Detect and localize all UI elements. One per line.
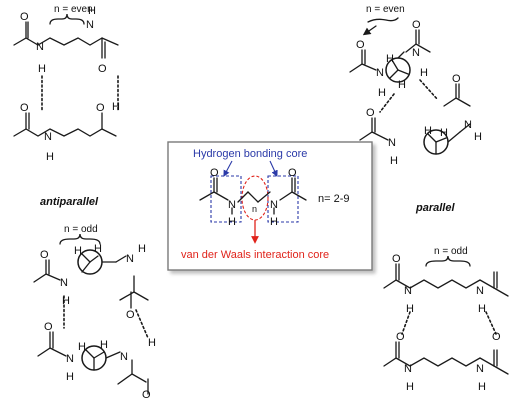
- atom-label: H: [474, 131, 482, 143]
- antiparallel-even-atoms: n = even N H N H O O O N H O H: [20, 4, 120, 163]
- atom-label: N: [86, 19, 94, 31]
- atom-label: H: [478, 303, 486, 315]
- atom-label: H: [270, 216, 278, 228]
- atom-label: N: [66, 353, 74, 365]
- atom-label: N: [404, 363, 412, 375]
- atom-label: O: [96, 102, 105, 114]
- atom-label: N: [228, 199, 236, 211]
- atom-label: N: [404, 285, 412, 297]
- top-left-acetyl-bond: [13, 21, 27, 46]
- atom-label: N: [60, 277, 68, 289]
- atom-label: H: [378, 87, 386, 99]
- parallel-even-atoms: n = even O N H O N H H H O O N H N H H H: [356, 4, 482, 167]
- atom-label: O: [20, 102, 29, 114]
- atom-label: H: [94, 243, 102, 255]
- atom-label: O: [288, 167, 297, 179]
- parallel-odd-atoms: n = odd O N H N H O O N H N H: [392, 246, 501, 393]
- atom-label: N: [388, 137, 396, 149]
- atom-label: N: [476, 285, 484, 297]
- atom-label: O: [356, 39, 365, 51]
- atom-label: H: [478, 381, 486, 393]
- atom-label: N: [44, 131, 52, 143]
- atom-label: N: [476, 363, 484, 375]
- n-range-label: n= 2-9: [318, 193, 350, 205]
- atom-label: O: [452, 73, 461, 85]
- atom-label: O: [492, 331, 501, 343]
- antiparallel-label: antiparallel: [40, 196, 99, 208]
- atom-label: H: [228, 216, 236, 228]
- atom-label: H: [398, 79, 406, 91]
- atom-label: O: [392, 253, 401, 265]
- atom-label: H: [148, 337, 156, 349]
- atom-label: O: [98, 63, 107, 75]
- atom-label: H: [406, 381, 414, 393]
- parallel-label: parallel: [415, 202, 455, 214]
- n-even-label-left: n = even: [54, 4, 93, 15]
- atom-label: H: [424, 125, 432, 137]
- atom-label: O: [412, 19, 421, 31]
- atom-label: H: [420, 67, 428, 79]
- atom-label: N: [412, 47, 420, 59]
- atom-label: N: [376, 67, 384, 79]
- hydrogen-bonding-core-label: Hydrogen bonding core: [193, 148, 307, 160]
- atom-label: H: [100, 339, 108, 351]
- center-core-box: Hydrogen bonding core O O N H N H n: [167, 141, 373, 271]
- atom-label: H: [138, 243, 146, 255]
- antiparallel-odd-atoms: n = odd O N H H H N H O O N H H H N H O: [40, 224, 156, 400]
- center-box-frame: [167, 141, 373, 271]
- atom-label: O: [210, 167, 219, 179]
- n-even-label-right: n = even: [366, 4, 405, 15]
- atom-label: N: [36, 41, 44, 53]
- atom-label: N: [120, 351, 128, 363]
- atom-label: H: [88, 5, 96, 17]
- antiparallel-even-structure: [13, 13, 119, 137]
- atom-label: H: [66, 371, 74, 383]
- atom-label: O: [142, 389, 151, 400]
- atom-label: H: [74, 245, 82, 257]
- atom-label: H: [386, 53, 394, 65]
- atom-label: H: [78, 341, 86, 353]
- vdw-core-label: van der Waals interaction core: [181, 249, 329, 261]
- atom-label: H: [390, 155, 398, 167]
- atom-label: H: [46, 151, 54, 163]
- atom-label: H: [62, 295, 70, 307]
- atom-label: O: [396, 331, 405, 343]
- n-odd-label-right: n = odd: [434, 246, 468, 257]
- atom-label: H: [38, 63, 46, 75]
- repeat-n-label: n: [252, 204, 257, 214]
- atom-label: N: [464, 119, 472, 131]
- atom-label: O: [20, 11, 29, 23]
- parallel-even-structure: [349, 17, 471, 155]
- atom-label: O: [366, 107, 375, 119]
- parallel-odd-structure: [383, 255, 509, 375]
- atom-label: N: [126, 253, 134, 265]
- atom-label: O: [126, 309, 135, 321]
- antiparallel-odd-structure: [33, 233, 149, 395]
- n-odd-label-left: n = odd: [64, 224, 98, 235]
- atom-label: H: [406, 303, 414, 315]
- atom-label: O: [44, 321, 53, 333]
- atom-label: O: [40, 249, 49, 261]
- atom-label: H: [440, 127, 448, 139]
- atom-label: H: [112, 101, 120, 113]
- atom-label: N: [270, 199, 278, 211]
